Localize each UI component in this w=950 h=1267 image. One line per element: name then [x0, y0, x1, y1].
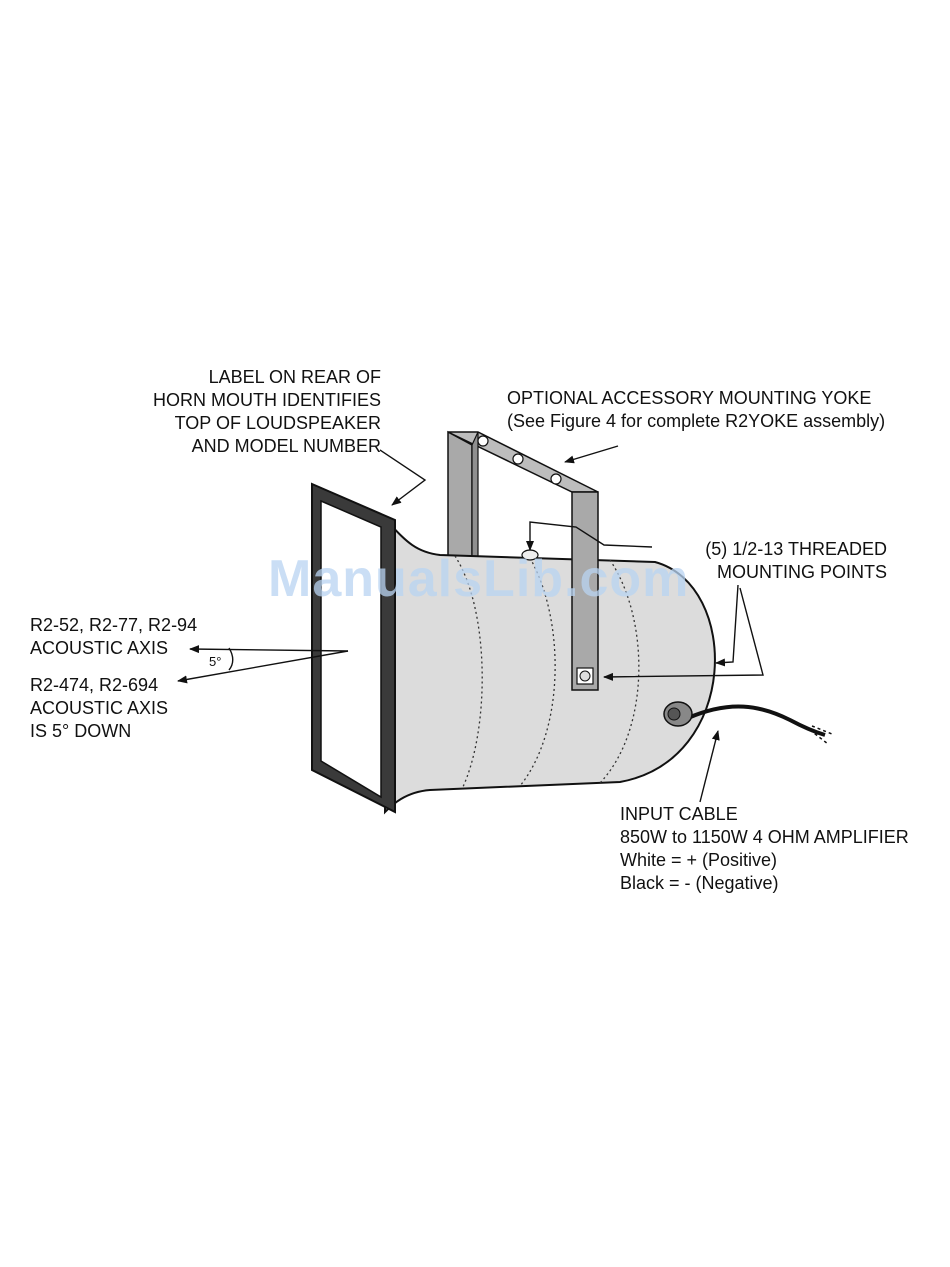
input-cable	[663, 701, 833, 745]
callout-text: OPTIONAL ACCESSORY MOUNTING YOKE	[507, 388, 872, 408]
callout-text: Black = - (Negative)	[620, 873, 779, 893]
callout-text: (5) 1/2-13 THREADED	[705, 539, 887, 559]
yoke-callout: OPTIONAL ACCESSORY MOUNTING YOKE (See Fi…	[507, 387, 885, 433]
callout-text: LABEL ON REAR OF	[208, 367, 381, 387]
callout-text: TOP OF LOUDSPEAKER	[174, 413, 381, 433]
input-cable-callout: INPUT CABLE 850W to 1150W 4 OHM AMPLIFIE…	[620, 803, 909, 895]
callout-text: White = + (Positive)	[620, 850, 778, 870]
callout-text: HORN MOUTH IDENTIFIES	[153, 390, 381, 410]
callout-text: MOUNTING POINTS	[717, 562, 887, 582]
callout-text: IS 5° DOWN	[30, 721, 132, 741]
mounting-points-callout: (5) 1/2-13 THREADED MOUNTING POINTS	[640, 538, 887, 584]
callout-text: INPUT CABLE	[620, 804, 738, 824]
callout-text: AND MODEL NUMBER	[191, 436, 381, 456]
callout-text: R2-474, R2-694	[30, 675, 159, 695]
callout-lines	[177, 445, 764, 803]
callout-text: R2-52, R2-77, R2-94	[30, 615, 198, 635]
horn-label-callout: LABEL ON REAR OF HORN MOUTH IDENTIFIES T…	[100, 366, 381, 458]
loudspeaker-body	[383, 519, 716, 815]
angle-label: 5°	[209, 654, 222, 669]
callout-text: ACOUSTIC AXIS	[30, 638, 169, 658]
body-seams	[454, 555, 640, 790]
callout-text: 850W to 1150W 4 OHM AMPLIFIER	[620, 827, 909, 847]
horn-mouth-frame	[311, 482, 396, 814]
watermark: ManualsLib.com	[268, 550, 690, 608]
callout-text: (See Figure 4 for complete R2YOKE assemb…	[507, 411, 886, 431]
yoke-front	[477, 435, 599, 691]
acoustic-axis-upper-callout: R2-52, R2-77, R2-94 ACOUSTIC AXIS	[30, 614, 197, 660]
callout-text: ACOUSTIC AXIS	[30, 698, 169, 718]
acoustic-axis-lower-callout: R2-474, R2-694 ACOUSTIC AXIS IS 5° DOWN	[30, 674, 168, 743]
